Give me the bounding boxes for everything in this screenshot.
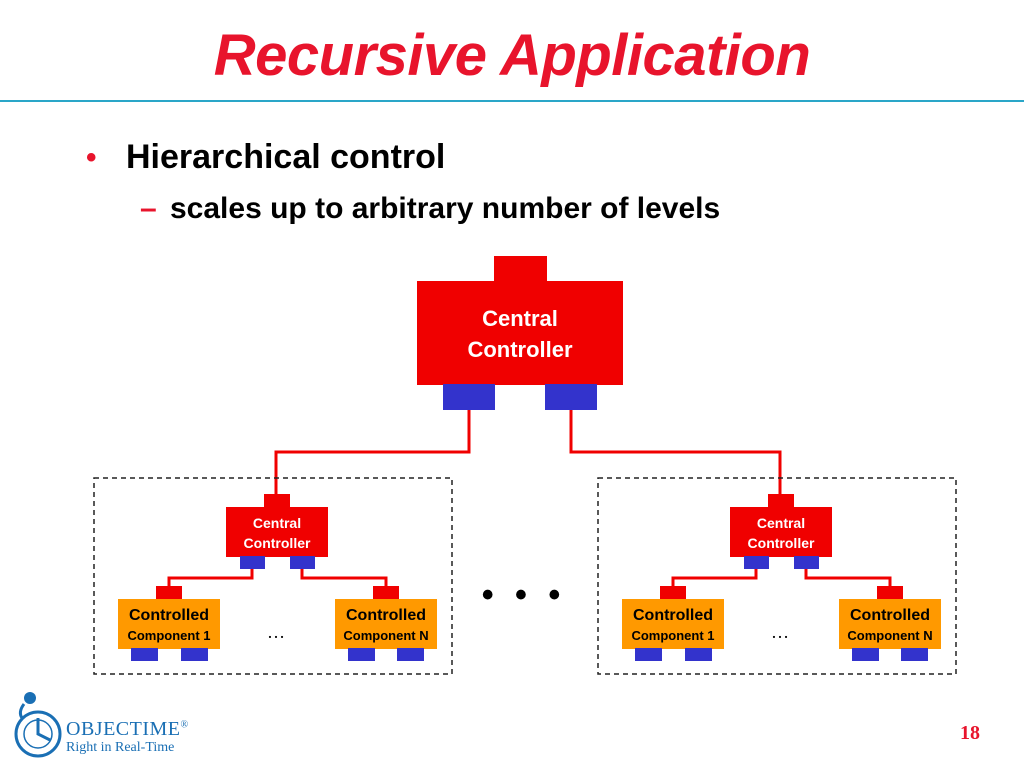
- controller-group-2: Central Controller Controlled Component …: [597, 477, 957, 675]
- group-2-ellipsis: …: [771, 622, 789, 642]
- top-controller-port-left: [443, 384, 495, 410]
- connector-g2-left: [671, 568, 758, 588]
- group-2-controller-body: [730, 507, 832, 557]
- bullet-marker: •: [86, 140, 97, 174]
- group-2-compN-label-2: Component N: [847, 628, 932, 643]
- group-2-comp1-label-2: Component 1: [631, 628, 714, 643]
- group-2-controller-port-left: [744, 556, 769, 569]
- group-2-compN-port-left: [852, 648, 879, 661]
- group-1-compN-port-left: [348, 648, 375, 661]
- top-controller-label-2: Controller: [467, 337, 573, 362]
- top-controller-body: [417, 281, 623, 385]
- sub-bullet-marker: –: [140, 192, 157, 225]
- group-1-compN-label-1: Controlled: [346, 607, 426, 624]
- logo-tagline: Right in Real-Time: [66, 740, 175, 755]
- connector-top-left: [274, 410, 471, 496]
- group-2-comp1-port: [660, 586, 686, 600]
- group-2-comp1-label-1: Controlled: [633, 607, 713, 624]
- group-2-comp1-body: [622, 599, 724, 649]
- group-2-boundary: [597, 477, 957, 675]
- group-1-comp1-port-left: [131, 648, 158, 661]
- group-1-compN-body: [335, 599, 437, 649]
- sub-bullet-text: scales up to arbitrary number of levels: [170, 192, 721, 225]
- group-1-controller-label-1: Central: [253, 515, 301, 531]
- objectime-logo-icon: [14, 692, 62, 758]
- logo-name-text: OBJECTIME: [66, 718, 181, 740]
- controller-group-1: Central Controller Controlled Component …: [93, 477, 453, 675]
- connector-g1-right: [300, 568, 388, 588]
- group-1-comp1-body: [118, 599, 220, 649]
- group-2-controller-label-1: Central: [757, 515, 805, 531]
- group-1-comp1-port: [156, 586, 182, 600]
- slide-title: Recursive Application: [213, 23, 811, 88]
- connector-g2-right: [804, 568, 892, 588]
- title-divider: [0, 100, 1024, 102]
- group-2-controller-port: [768, 494, 794, 508]
- connector-lines: [167, 410, 892, 588]
- logo-wordmark: OBJECTIME®: [66, 718, 189, 741]
- logo-trademark: ®: [180, 719, 189, 731]
- top-controller-port-right: [545, 384, 597, 410]
- page-number: 18: [960, 722, 980, 744]
- group-1-compN-port: [373, 586, 399, 600]
- group-1-compN-label-2: Component N: [343, 628, 428, 643]
- group-2-compN-port: [877, 586, 903, 600]
- group-2-compN-port-right: [901, 648, 928, 661]
- group-2-controller-label-2: Controller: [748, 535, 815, 551]
- top-controller-label-1: Central: [482, 306, 558, 331]
- group-2-comp1-port-right: [685, 648, 712, 661]
- top-controller-port: [494, 256, 547, 282]
- bullet-text: Hierarchical control: [126, 138, 446, 176]
- group-1-controller-body: [226, 507, 328, 557]
- group-1-comp1-label-1: Controlled: [129, 607, 209, 624]
- group-2-comp1-port-left: [635, 648, 662, 661]
- group-1-ellipsis: …: [267, 622, 285, 642]
- group-2-controller-port-right: [794, 556, 819, 569]
- group-2-compN-body: [839, 599, 941, 649]
- top-central-controller: Central Controller: [417, 256, 623, 410]
- sub-bullet-item: – scales up to arbitrary number of level…: [140, 192, 720, 226]
- connector-top-right: [569, 410, 782, 496]
- connector-g1-left: [167, 568, 254, 588]
- bullet-item: • Hierarchical control: [86, 138, 445, 177]
- group-separator-dots: • • •: [482, 576, 567, 614]
- group-2-compN-label-1: Controlled: [850, 607, 930, 624]
- group-1-controller-port-right: [290, 556, 315, 569]
- group-1-controller-port: [264, 494, 290, 508]
- group-1-controller-port-left: [240, 556, 265, 569]
- group-1-boundary: [93, 477, 453, 675]
- group-1-comp1-label-2: Component 1: [127, 628, 210, 643]
- group-1-controller-label-2: Controller: [244, 535, 311, 551]
- group-1-compN-port-right: [397, 648, 424, 661]
- group-1-comp1-port-right: [181, 648, 208, 661]
